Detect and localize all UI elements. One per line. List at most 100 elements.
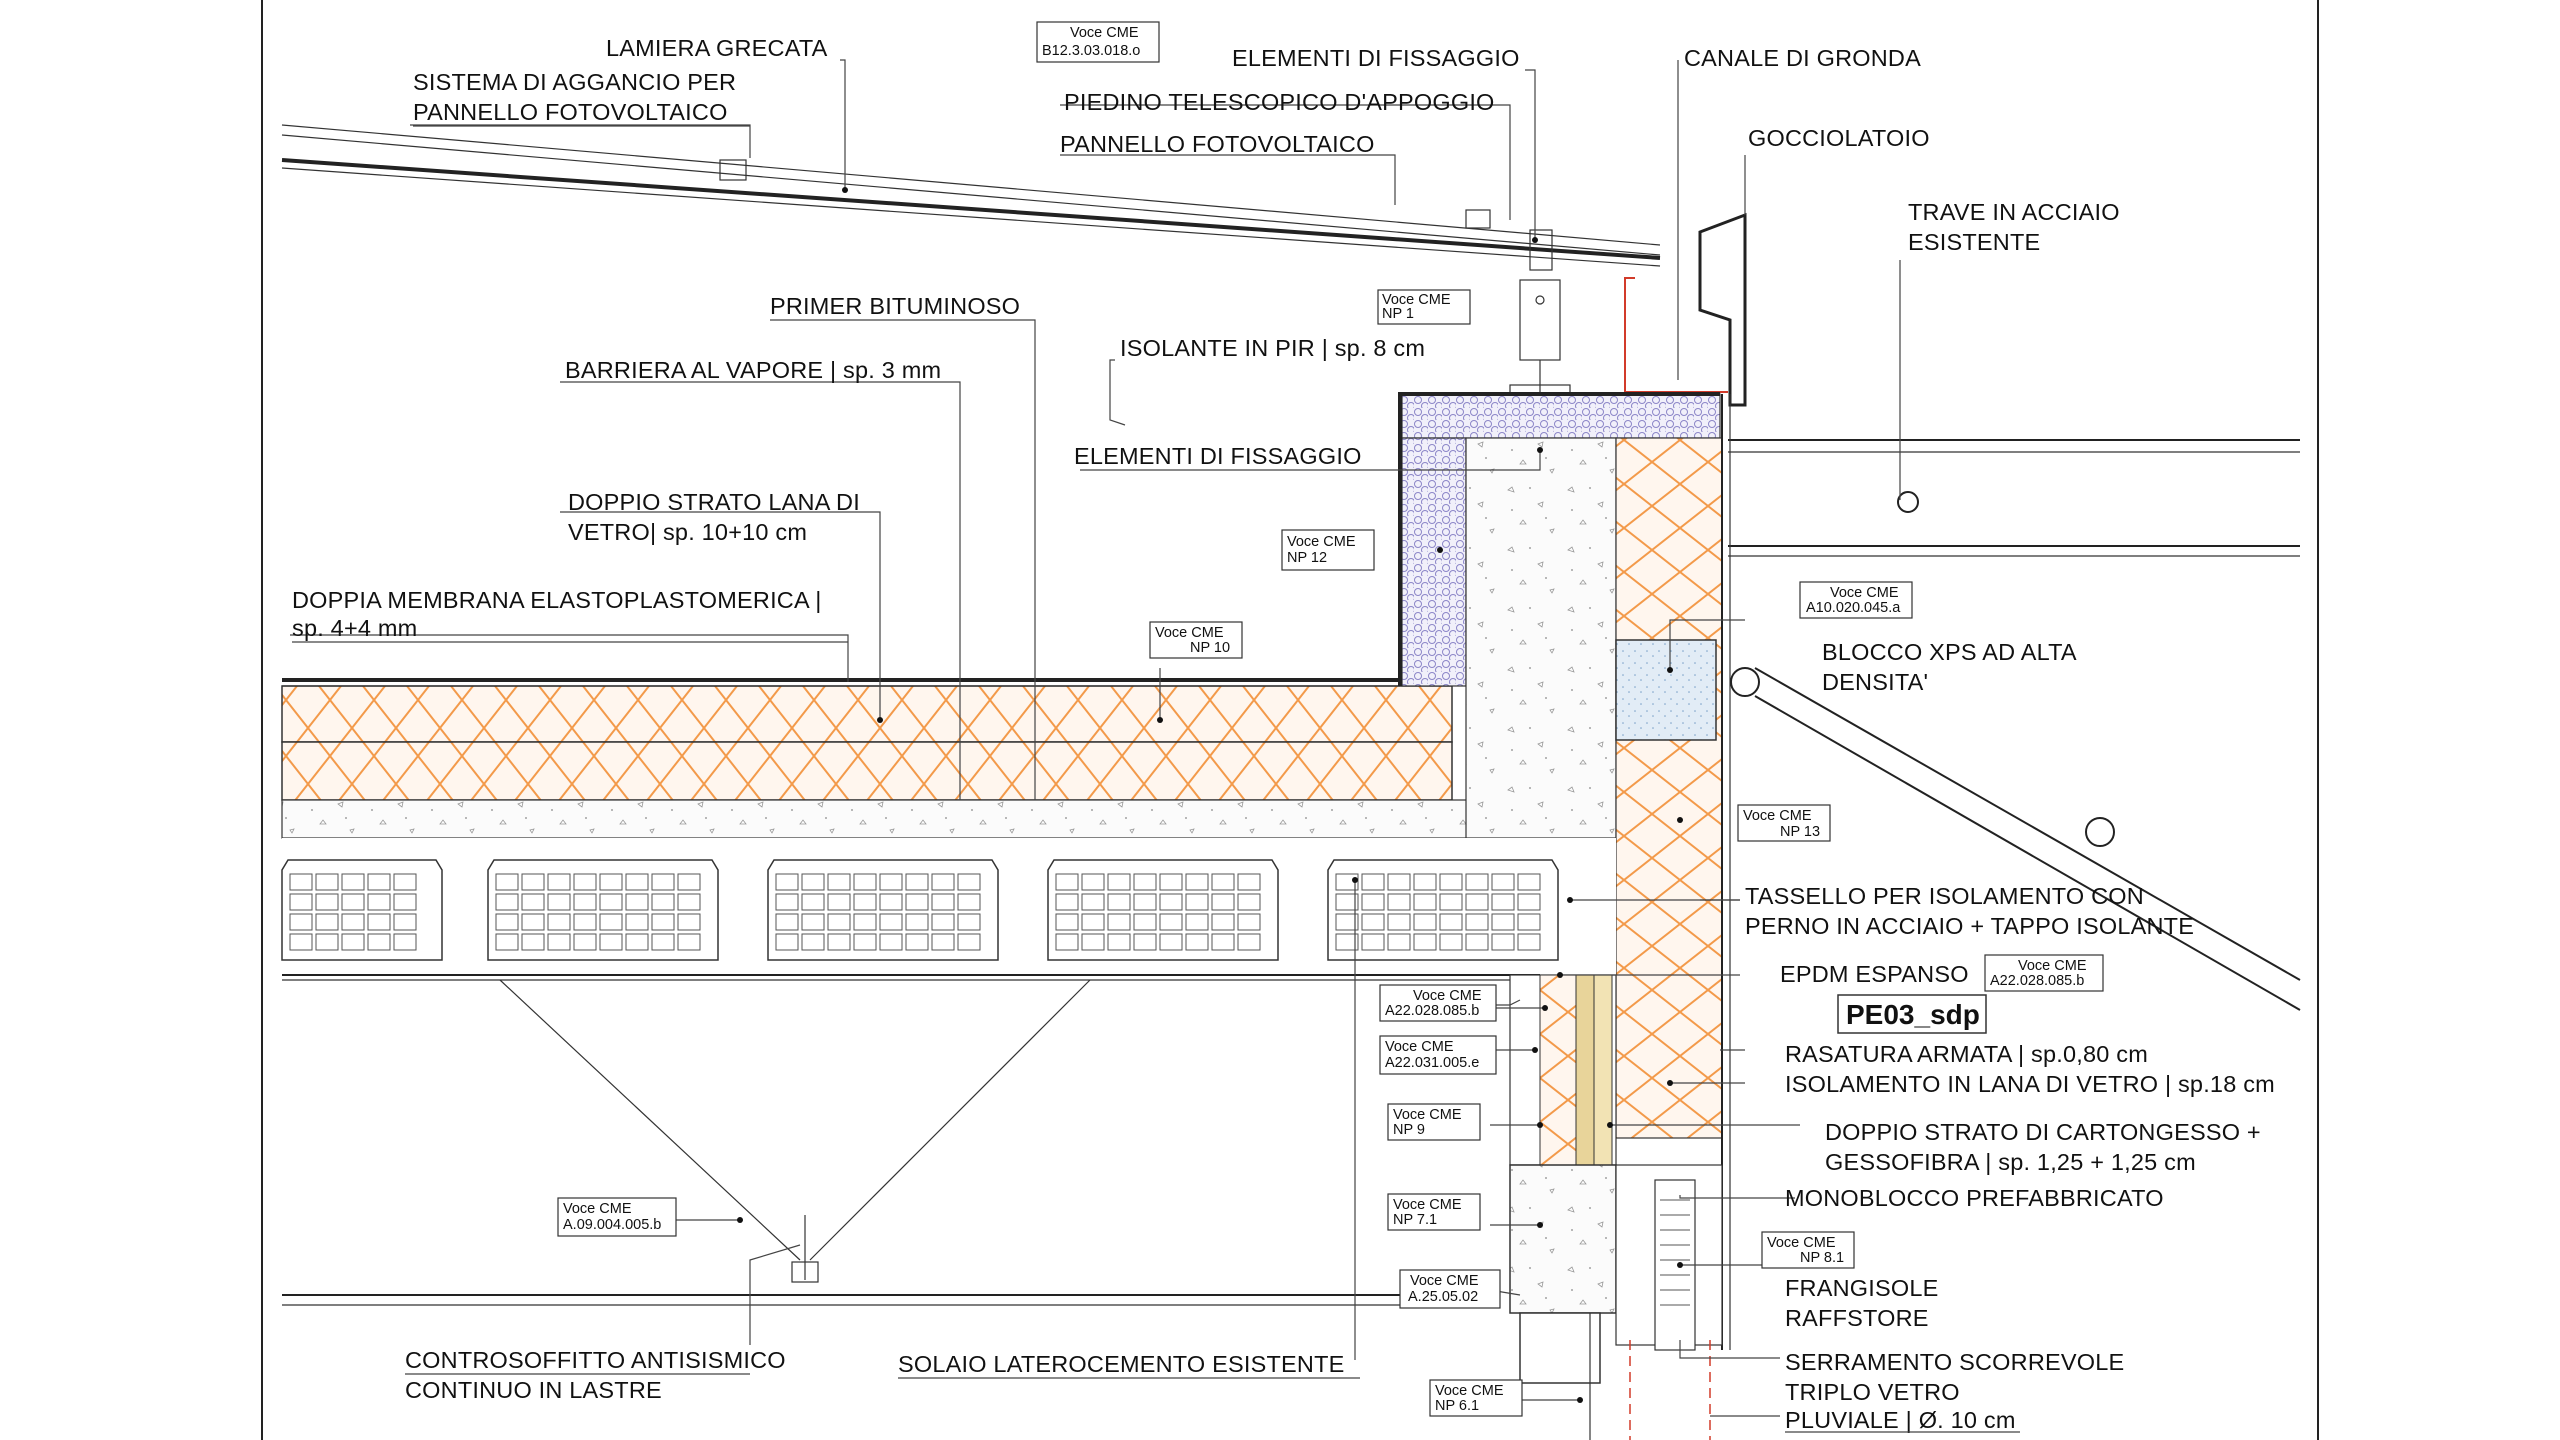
lower-wall <box>1509 974 1723 1440</box>
block-cell <box>1133 893 1157 911</box>
cme-tag-t4-line1: Voce CME <box>1155 625 1224 641</box>
block-cell <box>1237 873 1261 891</box>
block-cell <box>573 893 597 911</box>
block-cell <box>1159 913 1183 931</box>
block-cell <box>495 873 519 891</box>
block-cell <box>393 873 417 891</box>
block-cell <box>367 893 391 911</box>
block-cell <box>289 933 313 951</box>
block-cell <box>573 873 597 891</box>
block-cell <box>341 913 365 931</box>
block-cell <box>1133 873 1157 891</box>
block-cell <box>1211 933 1235 951</box>
block-cell <box>801 933 825 951</box>
sloped-beam <box>1730 667 2301 1011</box>
block-cell <box>1107 893 1131 911</box>
label-lana-1: DOPPIO STRATO LANA DI <box>568 489 860 515</box>
suspended-ceiling <box>282 979 1500 1306</box>
label-frangisole-2: RAFFSTORE <box>1785 1305 1929 1331</box>
label-lana-2: VETRO| sp. 10+10 cm <box>568 519 807 545</box>
block-cell <box>1159 873 1183 891</box>
block-cell <box>775 913 799 931</box>
label-epdm: EPDM ESPANSO <box>1780 961 1969 987</box>
block-cell <box>289 893 313 911</box>
cme-tag-t2-line1: Voce CME <box>1382 292 1451 308</box>
block-cell <box>905 913 929 931</box>
photovoltaic-roof <box>281 124 1661 398</box>
code-box <box>1837 994 1987 1034</box>
block-cell <box>1081 893 1105 911</box>
cme-tag-t10-line1: Voce CME <box>1393 1107 1462 1123</box>
block-cell <box>775 933 799 951</box>
block-cell <box>1211 913 1235 931</box>
cme-tag-t9-line2: A22.031.005.e <box>1385 1055 1479 1071</box>
block-cell <box>931 933 955 951</box>
cme-tag-t6-line2: NP 13 <box>1780 824 1820 840</box>
label-barriera: BARRIERA AL VAPORE | sp. 3 mm <box>565 357 941 383</box>
block-cell <box>367 933 391 951</box>
block-cell <box>905 893 929 911</box>
block-cell <box>1413 933 1437 951</box>
block-cell <box>1465 933 1489 951</box>
block-cell <box>1517 933 1541 951</box>
block-cell <box>853 933 877 951</box>
block-cell <box>1237 913 1261 931</box>
block-cell <box>1361 933 1385 951</box>
block-cell <box>393 893 417 911</box>
block-cell <box>599 893 623 911</box>
block-cell <box>1185 913 1209 931</box>
label-xps-2: DENSITA' <box>1822 669 1928 695</box>
block-cell <box>341 873 365 891</box>
block-cell <box>879 933 903 951</box>
block-cell <box>495 933 519 951</box>
block-cell <box>1055 873 1079 891</box>
label-tassello-1: TASSELLO PER ISOLAMENTO CON <box>1745 883 2144 909</box>
block-cell <box>1517 873 1541 891</box>
block-cell <box>905 873 929 891</box>
block-cell <box>879 893 903 911</box>
block-cell <box>827 893 851 911</box>
block-cell <box>547 913 571 931</box>
steel-beam <box>1728 439 2300 557</box>
leader-dots <box>737 187 1683 1403</box>
cme-tags: Voce CME B12.3.03.018.o Voce CME NP 1 Vo… <box>557 21 2104 1417</box>
label-gocciolatoio: GOCCIOLATOIO <box>1748 125 1930 151</box>
block-cell <box>1081 933 1105 951</box>
cme-tag-t7-line1: Voce CME <box>2018 958 2087 974</box>
block-cell <box>931 893 955 911</box>
block-cell <box>1081 913 1105 931</box>
block-cell <box>1387 893 1411 911</box>
cme-tag-t8-line2: A22.028.085.b <box>1385 1003 1479 1019</box>
block-cell <box>1413 893 1437 911</box>
block-cell <box>905 933 929 951</box>
block-cell <box>1055 893 1079 911</box>
cme-tag-t12-line2: NP 8.1 <box>1800 1250 1844 1266</box>
label-underlines <box>292 125 2020 1433</box>
block-cell <box>775 893 799 911</box>
block-cell <box>1185 893 1209 911</box>
cme-tag-t12-line1: Voce CME <box>1767 1235 1836 1251</box>
label-serramento-1: SERRAMENTO SCORREVOLE <box>1785 1349 2124 1375</box>
cme-tag-t1-line1: Voce CME <box>1070 25 1139 41</box>
block-cell <box>599 933 623 951</box>
block-cell <box>1387 873 1411 891</box>
label-piedino: PIEDINO TELESCOPICO D'APPOGGIO <box>1064 89 1495 115</box>
block-cell <box>1439 893 1463 911</box>
block-cell <box>521 913 545 931</box>
block-cell <box>495 913 519 931</box>
label-code: PE03_sdp <box>1846 999 1980 1030</box>
block-cell <box>625 893 649 911</box>
block-cell <box>367 913 391 931</box>
label-controsoffitto-2: CONTINUO IN LASTRE <box>405 1377 662 1403</box>
block-cell <box>801 893 825 911</box>
block-cell <box>1335 893 1359 911</box>
block-cell <box>625 913 649 931</box>
block-cell <box>1439 873 1463 891</box>
block-cell <box>521 893 545 911</box>
block-cell <box>1413 913 1437 931</box>
block-cell <box>1335 913 1359 931</box>
block-cell <box>1335 933 1359 951</box>
cme-tag-t1-line2: B12.3.03.018.o <box>1042 43 1140 59</box>
